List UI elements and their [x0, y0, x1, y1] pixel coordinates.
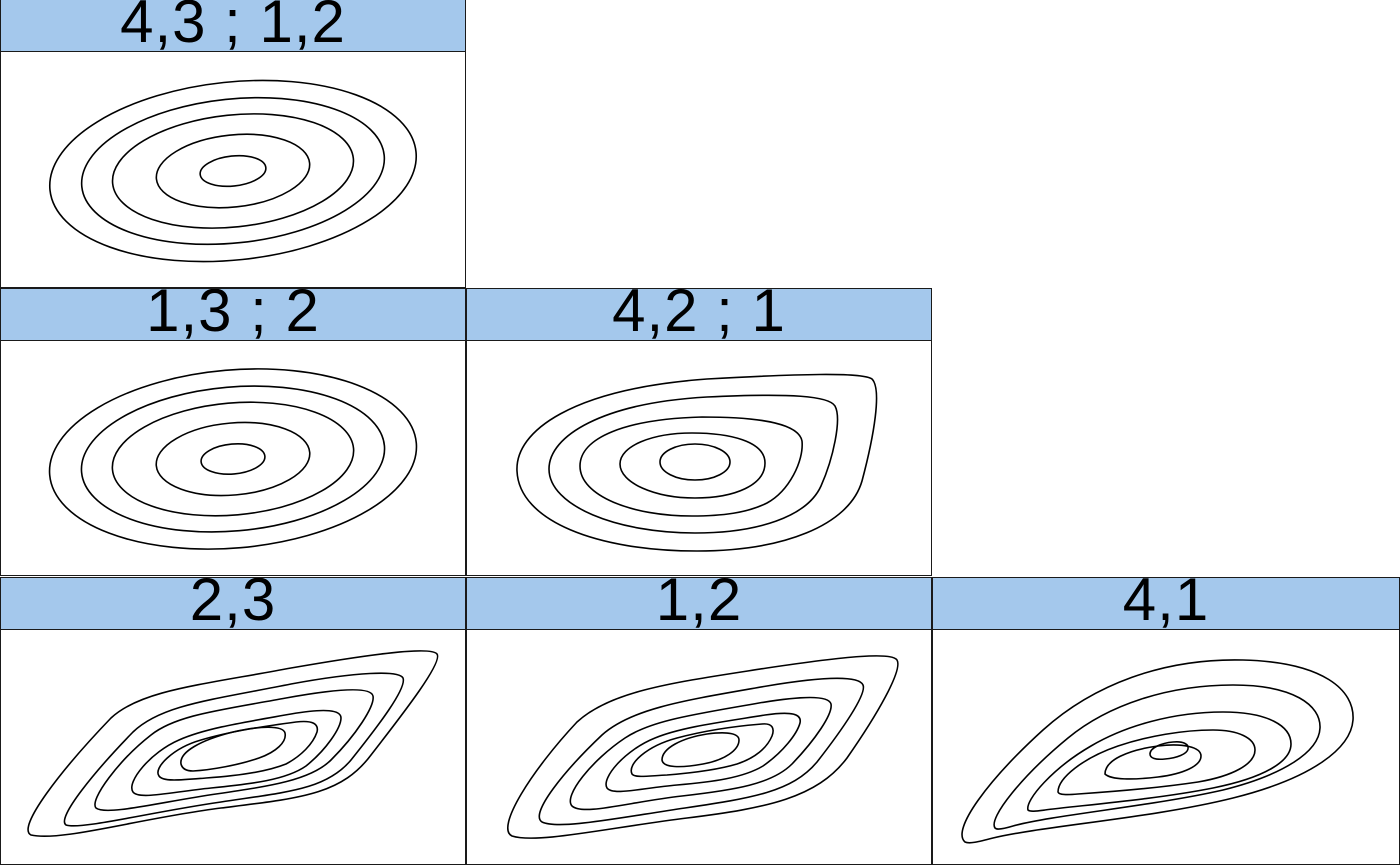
panel-header: 1,3 ; 2	[1, 289, 465, 341]
contour-line	[80, 96, 386, 246]
contour-plot	[933, 630, 1399, 864]
panel-2-3: 2,3	[0, 577, 466, 865]
contour-line	[80, 385, 386, 533]
contour-line	[1027, 711, 1292, 812]
contour-line	[569, 696, 832, 811]
panel-header: 2,3	[1, 578, 465, 630]
panel-4-3-1-2: 4,3 ; 1,2	[0, 0, 466, 288]
contour-line	[538, 677, 865, 826]
contour-svg	[27, 650, 439, 838]
contour-line	[548, 394, 839, 534]
contour-line	[659, 443, 731, 481]
contour-line	[579, 416, 803, 517]
contour-line	[131, 709, 342, 797]
contour-svg	[507, 655, 899, 839]
panel-title: 4,1	[1122, 578, 1210, 630]
contour-plot	[467, 630, 931, 864]
contour-line	[1149, 741, 1189, 761]
contour-line	[48, 79, 418, 263]
contour-line	[199, 154, 267, 188]
contour-line	[507, 655, 899, 839]
contour-line	[94, 689, 374, 812]
contour-line	[27, 650, 439, 838]
contour-line	[111, 113, 355, 229]
contour-plot	[1, 341, 465, 575]
contour-line	[63, 672, 405, 827]
contour-line	[1104, 744, 1202, 780]
contour-line	[200, 442, 266, 476]
contour-svg	[48, 368, 418, 550]
contour-line	[1057, 729, 1256, 796]
contour-line	[155, 421, 311, 497]
contour-plot	[467, 341, 931, 575]
contour-svg	[516, 373, 878, 552]
panel-title: 2,3	[189, 578, 277, 630]
panel-title: 1,3 ; 2	[146, 289, 320, 341]
panel-title: 4,2 ; 1	[612, 289, 786, 341]
contour-line	[516, 373, 878, 552]
contour-line	[630, 723, 774, 778]
contour-line	[961, 659, 1354, 844]
contour-line	[155, 133, 311, 209]
contour-line	[157, 720, 319, 781]
panel-title: 1,2	[655, 578, 743, 630]
panel-header: 4,1	[933, 578, 1399, 630]
contour-line	[993, 684, 1321, 830]
contour-line	[48, 368, 418, 550]
panel-header: 4,3 ; 1,2	[1, 0, 465, 52]
contour-line	[111, 401, 355, 517]
contour-svg	[961, 659, 1354, 844]
contour-line	[180, 726, 286, 772]
panel-title: 4,3 ; 1,2	[120, 0, 346, 52]
contour-svg	[48, 79, 418, 263]
panel-4-2-1: 4,2 ; 1	[466, 288, 932, 576]
contour-plot	[1, 52, 465, 286]
panel-1-3-2: 1,3 ; 2	[0, 288, 466, 576]
panel-header: 4,2 ; 1	[467, 289, 931, 341]
panel-4-1: 4,1	[932, 577, 1400, 865]
contour-line	[661, 732, 740, 768]
panel-1-2: 1,2	[466, 577, 932, 865]
contour-line	[619, 432, 766, 499]
contour-line	[605, 712, 801, 793]
panel-header: 1,2	[467, 578, 931, 630]
contour-plot	[1, 630, 465, 864]
